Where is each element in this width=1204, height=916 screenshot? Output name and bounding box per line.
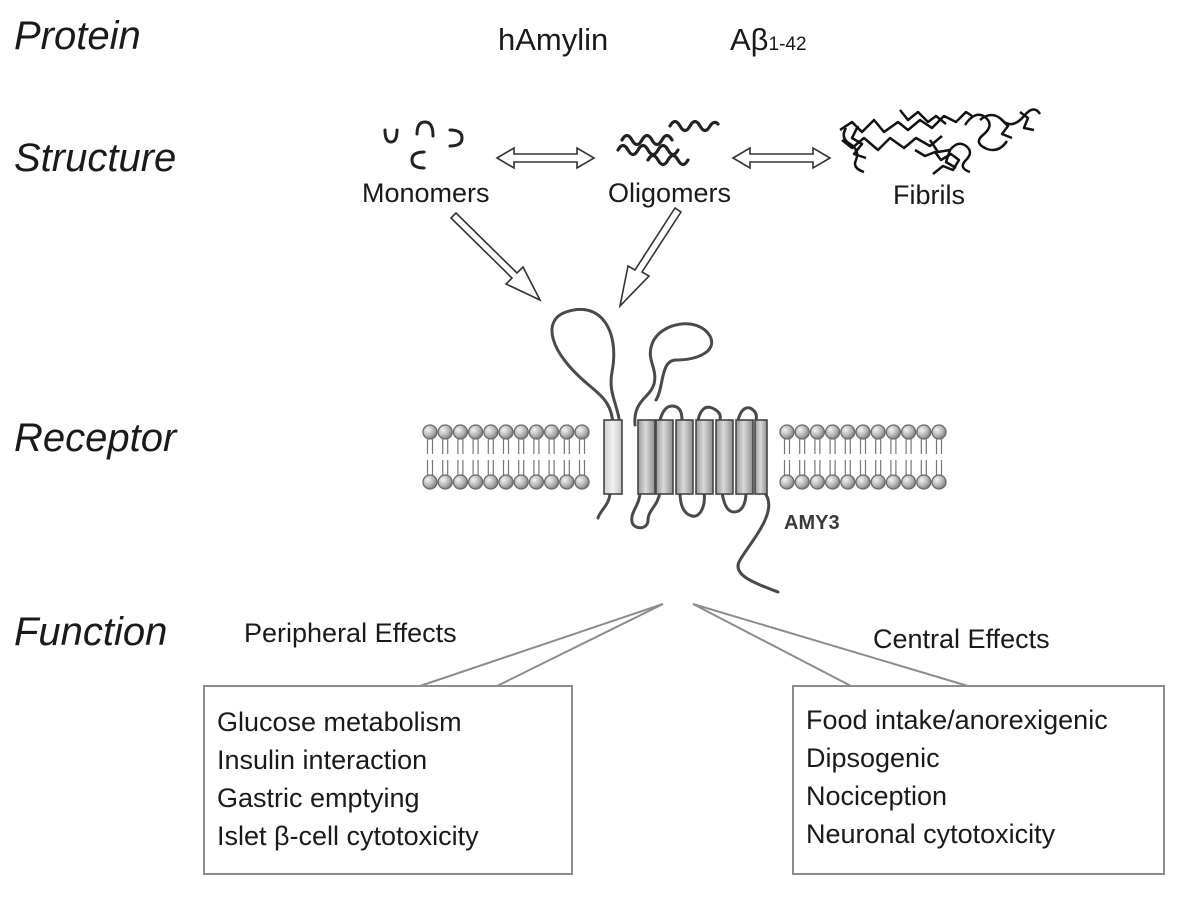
receptor-helices — [603, 419, 768, 495]
lipid-head — [574, 474, 590, 490]
tm-helix-2 — [655, 419, 674, 495]
lipid-head — [559, 474, 575, 490]
lipid-head — [794, 424, 810, 440]
row-label-protein: Protein — [14, 14, 141, 58]
lipid-head — [437, 474, 453, 490]
lipid-head — [513, 424, 529, 440]
lipid-head — [422, 424, 438, 440]
central-item: Nociception — [806, 781, 948, 811]
lipid-head — [574, 424, 590, 440]
membrane — [422, 424, 947, 490]
lipid-head — [559, 424, 575, 440]
equilibrium-arrow-oligomer-fibril — [731, 146, 832, 170]
peripheral-item: Insulin interaction — [217, 745, 428, 775]
lipid-head — [900, 474, 917, 490]
structure-monomers-label: Monomers — [362, 178, 490, 208]
lipid-head — [824, 474, 841, 490]
callout-peripheral — [419, 603, 664, 687]
monomers-icon — [383, 120, 464, 170]
protein-hamylin: hAmylin — [498, 22, 609, 57]
tm-helix-6 — [735, 419, 754, 495]
lipid-head — [885, 424, 902, 440]
receptor-label-amy3: AMY3 — [784, 512, 840, 534]
lipid-head — [840, 474, 856, 490]
central-item: Neuronal cytotoxicity — [806, 819, 1056, 849]
central-effects-box: Food intake/anorexigenic Dipsogenic Noci… — [792, 685, 1165, 875]
tm-helix-5 — [715, 419, 734, 495]
lipid-head — [870, 474, 886, 490]
oligomers-icon — [616, 119, 720, 167]
central-effects-title: Central Effects — [873, 624, 1050, 654]
peripheral-item: Gastric emptying — [217, 783, 420, 813]
fibrils-icon — [839, 108, 1042, 175]
lipid-head — [885, 474, 902, 490]
peripheral-effects-title: Peripheral Effects — [244, 618, 457, 648]
tm-helix-1 — [637, 419, 656, 495]
lipid-head — [855, 424, 871, 440]
arrow-monomers-to-receptor — [449, 211, 542, 302]
peripheral-item: Glucose metabolism — [217, 707, 462, 737]
tm-helix-4 — [695, 419, 714, 495]
tm-helix-3 — [675, 419, 694, 495]
ramp-helix — [603, 419, 623, 495]
lipid-head — [498, 424, 514, 440]
lipid-head — [779, 424, 795, 440]
lipid-head — [543, 424, 560, 440]
lipid-head — [483, 474, 499, 490]
lipid-head — [779, 474, 795, 490]
lipid-head — [794, 474, 810, 490]
lipid-head — [916, 424, 932, 440]
lipid-head — [452, 474, 469, 490]
lipid-head — [824, 424, 841, 440]
lipid-head — [467, 474, 484, 490]
callout-central — [692, 603, 969, 687]
structure-oligomers-label: Oligomers — [608, 178, 732, 208]
tm-helix-7 — [754, 419, 768, 495]
central-item: Dipsogenic — [806, 743, 940, 773]
central-item: Food intake/anorexigenic — [806, 705, 1108, 735]
lipid-head — [452, 424, 469, 440]
lipid-head — [870, 424, 886, 440]
lipid-head — [809, 474, 826, 490]
protein-abeta-main: Aβ — [730, 22, 769, 57]
row-label-receptor: Receptor — [14, 416, 177, 460]
receptor-backbone — [550, 307, 780, 594]
lipid-head — [840, 424, 856, 440]
arrow-oligomers-to-receptor — [618, 206, 683, 309]
equilibrium-arrow-monomer-oligomer — [495, 146, 596, 170]
lipid-head — [467, 424, 484, 440]
lipid-head — [900, 424, 917, 440]
lipid-head — [809, 424, 826, 440]
lipid-head — [437, 424, 453, 440]
lipid-head — [528, 424, 545, 440]
row-label-function: Function — [14, 610, 168, 654]
lipid-head — [483, 424, 499, 440]
lipid-head — [513, 474, 529, 490]
lipid-head — [855, 474, 871, 490]
peripheral-effects-box: Glucose metabolism Insulin interaction G… — [203, 685, 573, 875]
lipid-head — [931, 424, 947, 440]
lipid-head — [422, 474, 438, 490]
lipid-head — [931, 474, 947, 490]
protein-abeta-subscript: 1-42 — [768, 34, 807, 55]
structure-fibrils-label: Fibrils — [893, 180, 965, 210]
protein-abeta: Aβ1-42 — [730, 22, 807, 58]
lipid-head — [543, 474, 560, 490]
row-label-structure: Structure — [14, 136, 177, 180]
lipid-head — [498, 474, 514, 490]
lipid-head — [916, 474, 932, 490]
peripheral-item: Islet β-cell cytotoxicity — [217, 821, 479, 851]
lipid-head — [528, 474, 545, 490]
